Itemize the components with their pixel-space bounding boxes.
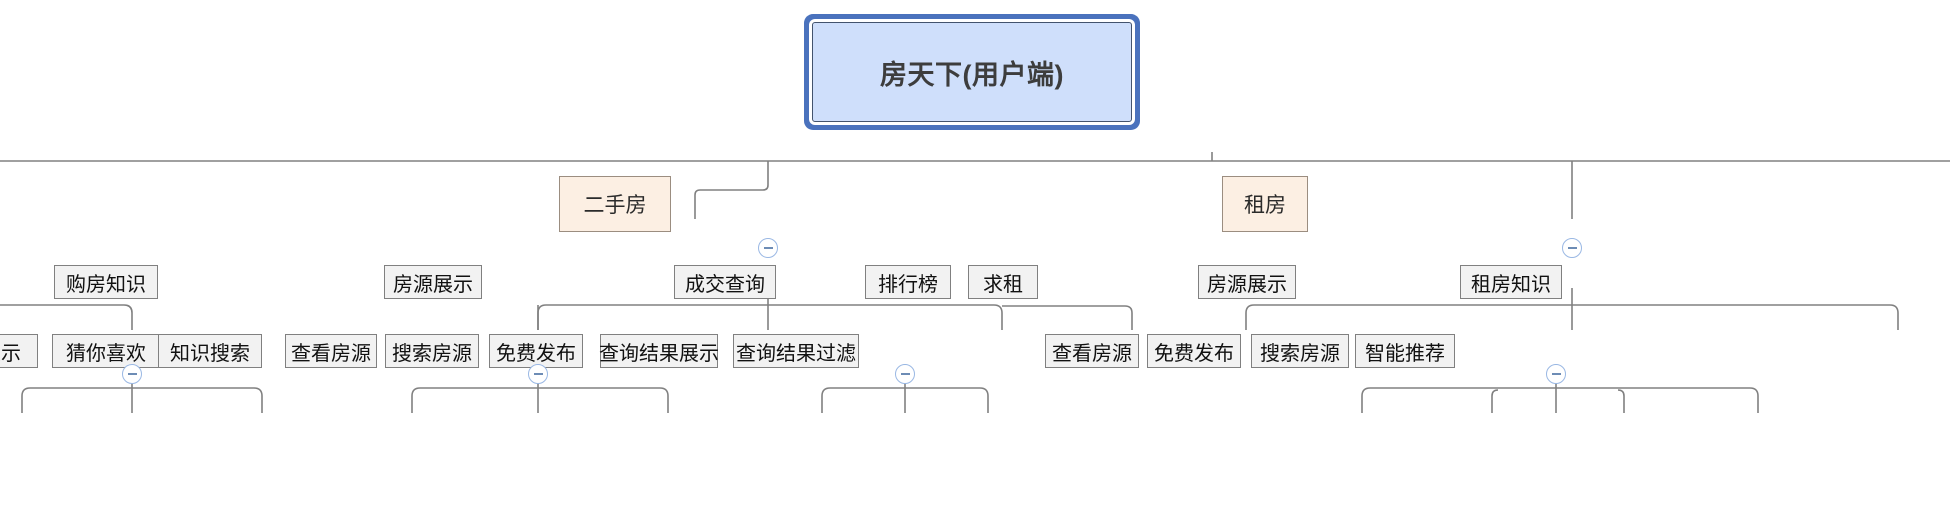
node-chengjiao-chaxun[interactable]: 成交查询	[674, 265, 776, 299]
wire-ershoufang-fan	[537, 304, 1003, 330]
category-label-ershoufang: 二手房	[583, 194, 647, 217]
node-zufang-zhishi[interactable]: 租房知识	[1460, 265, 1562, 299]
node-gouhang-zhishi[interactable]: 购房知识	[54, 265, 158, 299]
minus-icon	[1551, 373, 1561, 375]
wire-zufang-fan	[1245, 304, 1899, 330]
root-node[interactable]: 房天下(用户端)	[812, 22, 1132, 122]
leaf-cainixihuan[interactable]: 猜你喜欢	[52, 334, 160, 368]
node-label-fangyuan-zhanshi-esf: 房源展示	[393, 273, 473, 296]
leaf-label-zhanshi: 展示	[0, 342, 21, 365]
collapse-toggle-fangyuan-zhanshi-zf[interactable]	[1546, 364, 1566, 384]
node-fangyuan-zhanshi-esf[interactable]: 房源展示	[384, 265, 482, 299]
node-fangyuan-zhanshi-zf[interactable]: 房源展示	[1198, 265, 1296, 299]
wire-spine-zufang	[1567, 161, 1572, 219]
leaf-label-chaxun-jieguo-guolv: 查询结果过滤	[736, 342, 856, 365]
collapse-toggle-fangyuan-zhanshi-esf[interactable]	[528, 364, 548, 384]
leaf-sousuo-fangyuan-zf[interactable]: 搜索房源	[1251, 334, 1349, 368]
wire-fyzs1-fan	[411, 387, 669, 413]
node-label-paihangbang: 排行榜	[878, 273, 938, 296]
minus-icon	[900, 373, 910, 375]
leaf-sousuo-fangyuan-esf[interactable]: 搜索房源	[385, 334, 479, 368]
leaf-label-cainixihuan: 猜你喜欢	[66, 342, 146, 365]
wire-spine-ershoufang	[694, 161, 769, 219]
wire-offscreen-left	[0, 304, 133, 330]
category-label-zufang: 租房	[1244, 194, 1286, 217]
leaf-chaxun-jieguo-guolv[interactable]: 查询结果过滤	[733, 334, 859, 368]
node-label-zufang-zhishi: 租房知识	[1471, 273, 1551, 296]
leaf-zhineng-tuijian[interactable]: 智能推荐	[1355, 334, 1455, 368]
collapse-toggle-gouhang-zhishi[interactable]	[122, 364, 142, 384]
node-label-chengjiao-chaxun: 成交查询	[685, 273, 765, 296]
wire-fyzs2-c	[1617, 389, 1625, 413]
node-label-fangyuan-zhanshi-zf: 房源展示	[1207, 273, 1287, 296]
leaf-mianfei-fabu-esf[interactable]: 免费发布	[489, 334, 583, 368]
leaf-label-chaxun-jieguo-zhanshi: 查询结果展示	[599, 342, 719, 365]
node-qiuzu[interactable]: 求租	[968, 265, 1038, 299]
collapse-toggle-chengjiao-chaxun[interactable]	[895, 364, 915, 384]
node-paihangbang[interactable]: 排行榜	[865, 265, 951, 299]
leaf-zhanshi[interactable]: 展示	[0, 334, 38, 368]
minus-icon	[127, 373, 137, 375]
leaf-mianfei-fabu-zf[interactable]: 免费发布	[1147, 334, 1241, 368]
leaf-label-chakan-fangyuan-esf: 查看房源	[291, 342, 371, 365]
wire-cjcx-fan	[821, 387, 989, 413]
leaf-label-zhineng-tuijian: 智能推荐	[1365, 342, 1445, 365]
collapse-toggle-zufang[interactable]	[1562, 238, 1582, 258]
leaf-label-mianfei-fabu-zf: 免费发布	[1154, 342, 1234, 365]
leaf-chaxun-jieguo-zhanshi[interactable]: 查询结果展示	[599, 334, 719, 368]
category-node-ershoufang[interactable]: 二手房	[559, 176, 671, 232]
wire-fyzs2-fan	[1361, 387, 1759, 413]
leaf-label-sousuo-fangyuan-esf: 搜索房源	[392, 342, 472, 365]
wire-gfzs-fan	[21, 387, 263, 413]
leaf-label-mianfei-fabu-esf: 免费发布	[496, 342, 576, 365]
leaf-zhishi-sousuo[interactable]: 知识搜索	[158, 334, 262, 368]
minus-icon	[763, 247, 773, 249]
node-label-gouhang-zhishi: 购房知识	[66, 273, 146, 296]
leaf-chakan-fangyuan-zf[interactable]: 查看房源	[1045, 334, 1139, 368]
category-node-zufang[interactable]: 租房	[1222, 176, 1308, 232]
leaf-label-zhishi-sousuo: 知识搜索	[170, 342, 250, 365]
leaf-label-chakan-fangyuan-zf: 查看房源	[1052, 342, 1132, 365]
minus-icon	[533, 373, 543, 375]
wire-ershoufang-right	[1002, 305, 1133, 330]
leaf-chakan-fangyuan-esf[interactable]: 查看房源	[285, 334, 377, 368]
wire-fyzs2-b	[1491, 389, 1499, 413]
collapse-toggle-ershoufang[interactable]	[758, 238, 778, 258]
minus-icon	[1567, 247, 1577, 249]
leaf-label-sousuo-fangyuan-zf: 搜索房源	[1260, 342, 1340, 365]
node-label-qiuzu: 求租	[983, 273, 1023, 296]
root-node-label: 房天下(用户端)	[880, 59, 1064, 90]
